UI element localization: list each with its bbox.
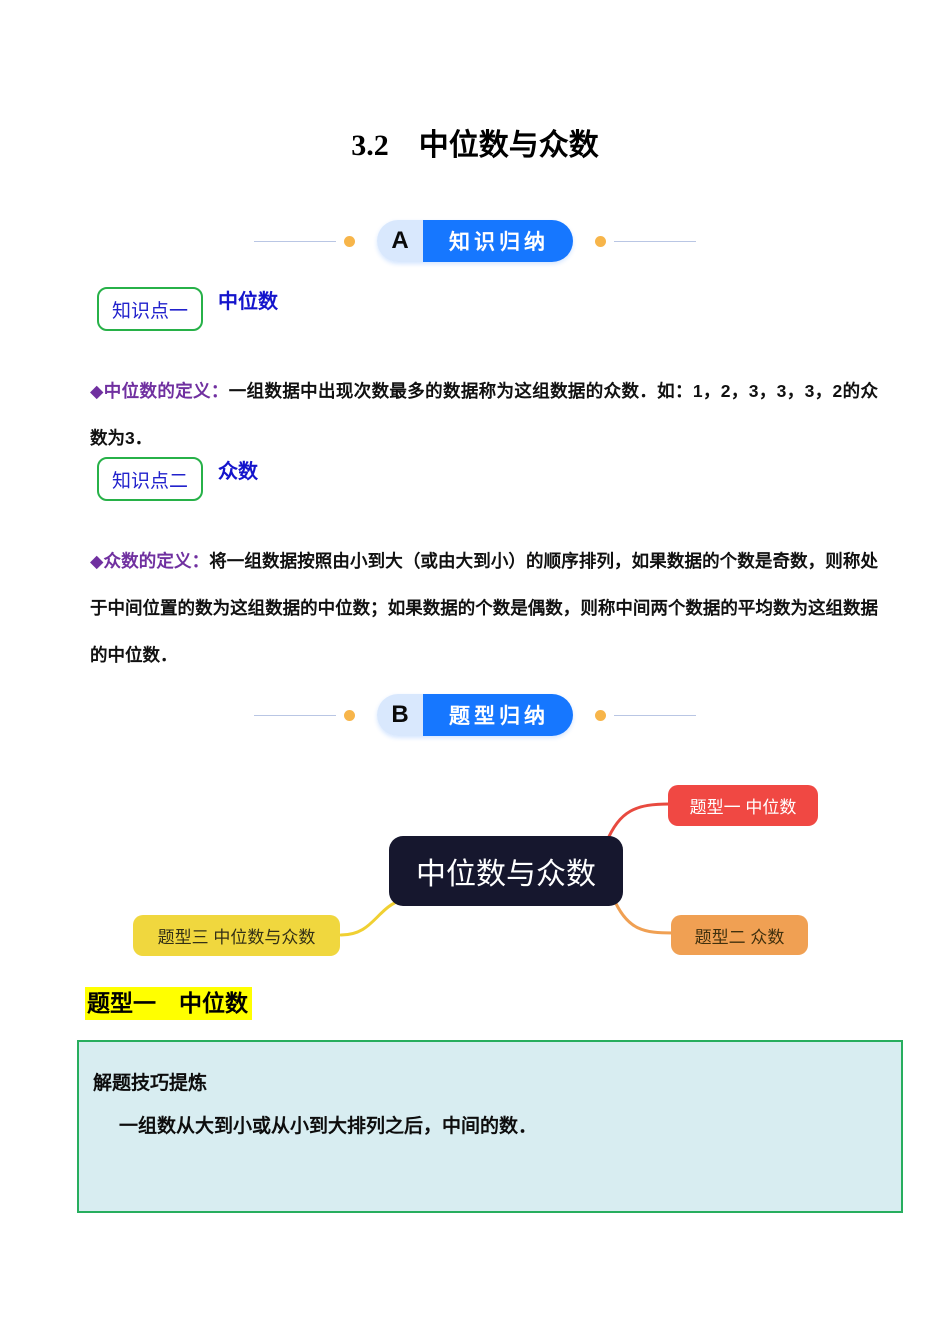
mindmap-node-topic-2: 题型二 众数 [671,915,808,955]
knowledge-point-2-badge: 知识点二 [97,457,203,501]
topic-1-heading-highlight: 题型一 中位数 [85,987,252,1020]
document-title: 3.2 中位数与众数 [351,129,599,162]
section-pill-a: A 知识归纳 [377,220,573,262]
section-pill-b: B 题型归纳 [377,694,573,736]
connector-line-right [614,714,696,716]
connector-line-right [614,240,696,242]
tip-box-content: 一组数从大到小或从小到大排列之后，中间的数． [119,1116,538,1137]
mindmap-node-topic-3: 题型三 中位数与众数 [133,915,340,956]
solution-tip-box: 解题技巧提炼 一组数从大到小或从小到大排列之后，中间的数． [77,1040,903,1213]
mindmap-node-topic-1: 题型一 中位数 [668,785,818,826]
definition-text-1: 一组数据中出现次数最多的数据称为这组数据的众数．如：1，2，3，3，3，2的众数… [90,381,878,448]
connector-dot-icon [595,709,606,721]
connector-line-left [254,714,336,716]
definition-paragraph-2: ◆众数的定义：将一组数据按照由小到大（或由大到小）的顺序排列，如果数据的个数是奇… [90,538,878,679]
definition-term-2: ◆众数的定义： [90,551,210,571]
section-letter-a: A [377,220,423,262]
topic-1-heading: 题型一 中位数 [85,984,252,1020]
section-letter-b: B [377,694,423,736]
knowledge-point-2-title: 众数 [218,461,258,483]
connector-dot-icon [595,235,606,247]
definition-term-1: ◆中位数的定义： [90,381,229,401]
knowledge-point-1-badge: 知识点一 [97,287,203,331]
section-label-b: 题型归纳 [423,694,573,736]
connector-dot-icon [344,709,355,721]
section-banner-topics: B 题型归纳 [0,694,950,736]
mindmap-center-node: 中位数与众数 [389,836,623,906]
section-banner-knowledge: A 知识归纳 [0,220,950,262]
knowledge-point-1-title: 中位数 [218,291,278,313]
connector-line-left [254,240,336,242]
section-label-a: 知识归纳 [423,220,573,262]
definition-paragraph-1: ◆中位数的定义：一组数据中出现次数最多的数据称为这组数据的众数．如：1，2，3，… [90,368,878,462]
tip-box-title: 解题技巧提炼 [93,1073,208,1094]
definition-text-2: 将一组数据按照由小到大（或由大到小）的顺序排列，如果数据的个数是奇数，则称处于中… [90,551,878,665]
connector-dot-icon [344,235,355,247]
